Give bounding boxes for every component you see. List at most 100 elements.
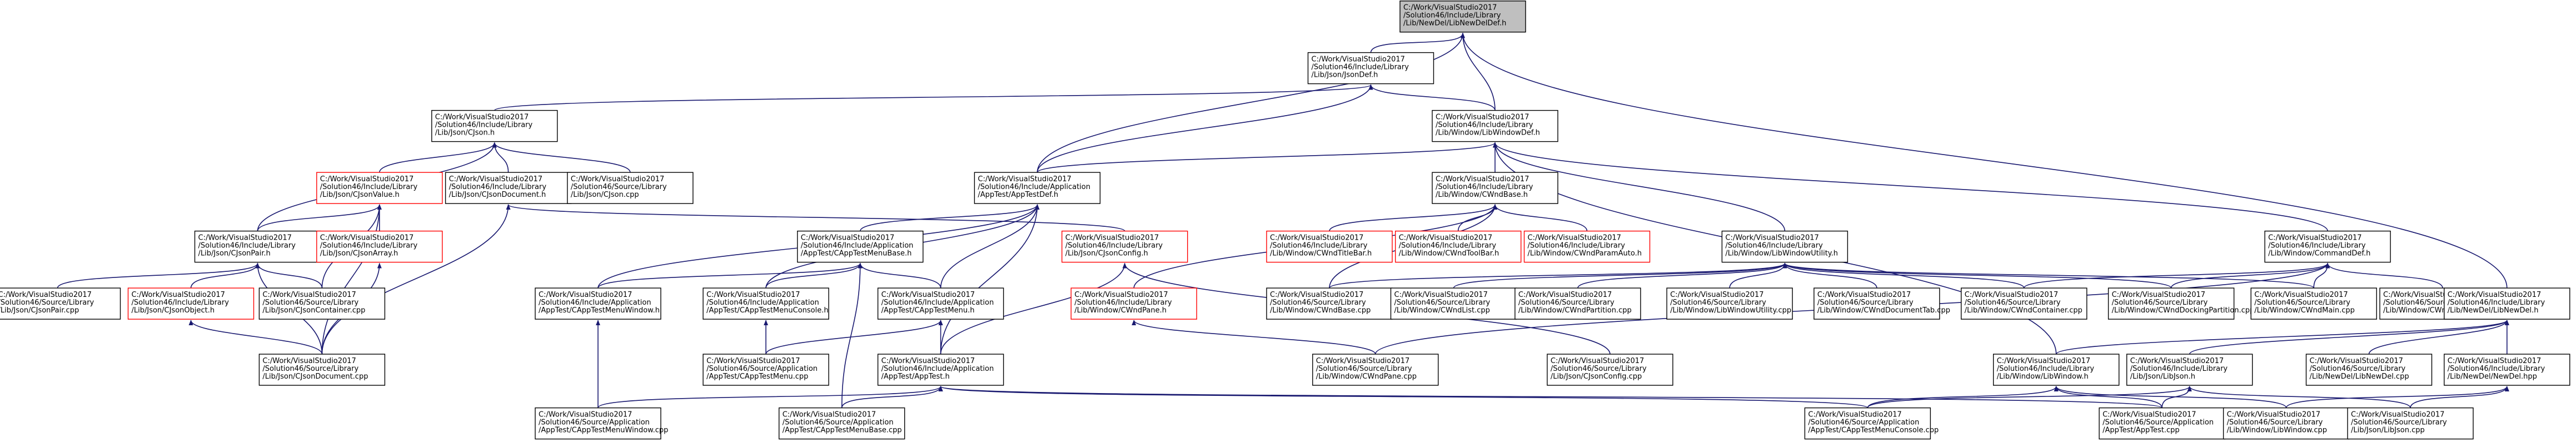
node-apptest_h[interactable]: C:/Work/VisualStudio2017/Solution46/Incl…	[877, 354, 1004, 386]
node-box	[2250, 287, 2377, 320]
node-label-line: C:/Work/VisualStudio2017	[2112, 291, 2205, 299]
node-label-line: /Lib/Window/LibWindowUtility.h	[1725, 250, 1838, 258]
node-capptestmenu_cpp[interactable]: C:/Work/VisualStudio2017/Solution46/Sour…	[702, 354, 829, 386]
node-cwndlist_cpp[interactable]: C:/Work/VisualStudio2017/Solution46/Sour…	[1390, 287, 1517, 320]
node-cwnddocumenttab_cpp[interactable]: C:/Work/VisualStudio2017/Solution46/Sour…	[1813, 287, 1950, 320]
node-label-line: C:/Work/VisualStudio2017	[706, 357, 800, 365]
node-cwndpane_cpp[interactable]: C:/Work/VisualStudio2017/Solution46/Sour…	[1312, 354, 1439, 386]
node-label-line: /Lib/Json/LibJson.h	[2130, 373, 2195, 381]
node-box	[778, 407, 905, 440]
node-box	[2099, 407, 2225, 440]
node-cwndpane_h[interactable]: C:/Work/VisualStudio2017/Solution46/Incl…	[1070, 287, 1197, 320]
node-libnewdelnewdel_hpp[interactable]: C:/Work/VisualStudio2017/Solution46/Incl…	[2444, 354, 2570, 386]
node-libwindowutility_cpp[interactable]: C:/Work/VisualStudio2017/Solution46/Sour…	[1666, 287, 1793, 320]
edge-cjsonpair_cpp-to-cjsonpair_h	[57, 262, 260, 289]
node-cjson_cpp[interactable]: C:/Work/VisualStudio2017/Solution46/Sour…	[567, 172, 694, 204]
edge-cwnddocumenttab_cpp-to-libwindowutility_h	[1782, 262, 1877, 289]
node-label-line: /Lib/Window/CWndParamAuto.h	[1528, 250, 1642, 258]
node-label-line: C:/Work/VisualStudio2017	[1817, 291, 1911, 299]
node-cjsondocument_h[interactable]: C:/Work/VisualStudio2017/Solution46/Incl…	[445, 172, 572, 204]
node-label-line: C:/Work/VisualStudio2017	[1670, 291, 1763, 299]
node-label-line: /Solution46/Source/Library	[1551, 365, 1647, 373]
node-cjsonpair_cpp[interactable]: C:/Work/VisualStudio2017/Solution46/Sour…	[0, 287, 121, 320]
node-capptestmenuwindow_cpp[interactable]: C:/Work/VisualStudio2017/Solution46/Sour…	[535, 407, 668, 440]
node-cjsonpair_h[interactable]: C:/Work/VisualStudio2017/Solution46/Incl…	[194, 230, 321, 263]
node-label-line: C:/Work/VisualStudio2017	[1074, 291, 1168, 299]
node-label-line: C:/Work/VisualStudio2017	[881, 357, 975, 365]
edge-capptestmenuconsole_cpp-to-libwindow_h	[1867, 386, 2059, 408]
node-capptestmenubase_h[interactable]: C:/Work/VisualStudio2017/Solution46/Incl…	[797, 230, 924, 263]
node-box	[535, 287, 661, 320]
node-libnewdel_h[interactable]: C:/Work/VisualStudio2017/Solution46/Incl…	[2444, 287, 2570, 320]
node-apptestdef_h[interactable]: C:/Work/VisualStudio2017/Solution46/Incl…	[974, 172, 1101, 204]
node-cjsondocument_cpp[interactable]: C:/Work/VisualStudio2017/Solution46/Sour…	[258, 354, 386, 386]
node-label-line: /Solution46/Include/Library	[435, 121, 533, 130]
node-label-line: C:/Work/VisualStudio2017	[978, 175, 1071, 183]
node-libnewdel_cpp[interactable]: C:/Work/VisualStudio2017/Solution46/Sour…	[2305, 354, 2433, 386]
node-libwindowutility_h[interactable]: C:/Work/VisualStudio2017/Solution46/Incl…	[1721, 230, 1848, 263]
node-cjsonconfig_cpp[interactable]: C:/Work/VisualStudio2017/Solution46/Sour…	[1547, 354, 1673, 386]
node-label-line: C:/Work/VisualStudio2017	[198, 234, 292, 242]
node-cwndpartition_cpp[interactable]: C:/Work/VisualStudio2017/Solution46/Sour…	[1514, 287, 1641, 320]
edge-cwndparamauto_h-to-cwndbase_h	[1493, 204, 1588, 231]
node-capptestmenuwindow_h[interactable]: C:/Work/VisualStudio2017/Solution46/Incl…	[535, 287, 661, 320]
node-box	[974, 172, 1101, 204]
node-label-line: /Lib/Json/CJsonContainer.cpp	[262, 306, 365, 315]
node-box	[1547, 354, 1673, 386]
node-cjsonvalue_h[interactable]: C:/Work/VisualStudio2017/Solution46/Incl…	[316, 172, 443, 204]
node-box	[316, 172, 443, 204]
node-cwndbase_cpp[interactable]: C:/Work/VisualStudio2017/Solution46/Sour…	[1266, 287, 1393, 320]
node-label-line: /Lib/Json/CJsonDocument.cpp	[262, 373, 368, 381]
node-label-line: C:/Work/VisualStudio2017	[801, 234, 894, 242]
node-box	[877, 287, 1004, 320]
node-libjson_h[interactable]: C:/Work/VisualStudio2017/Solution46/Incl…	[2126, 354, 2253, 386]
node-box	[1070, 287, 1197, 320]
node-box	[1804, 407, 1931, 440]
node-libwindow_h[interactable]: C:/Work/VisualStudio2017/Solution46/Incl…	[1992, 354, 2120, 386]
edge-cwndlist_cpp-to-libwindowutility_h	[1453, 262, 1787, 289]
node-label-line: C:/Work/VisualStudio2017	[262, 357, 356, 365]
node-apptest_cpp[interactable]: C:/Work/VisualStudio2017/Solution46/Sour…	[2099, 407, 2225, 440]
node-cwndparamauto_h[interactable]: C:/Work/VisualStudio2017/Solution46/Incl…	[1523, 230, 1651, 263]
edge-capptestmenuconsole_cpp-to-libjson_h	[1867, 386, 2192, 409]
node-libjson_cpp[interactable]: C:/Work/VisualStudio2017/Solution46/Sour…	[2347, 407, 2474, 440]
node-commanddef_h[interactable]: C:/Work/VisualStudio2017/Solution46/Incl…	[2264, 230, 2391, 263]
node-box	[877, 354, 1004, 386]
node-cwndtitlebar_h[interactable]: C:/Work/VisualStudio2017/Solution46/Incl…	[1266, 230, 1393, 263]
node-cjsonconfig_h[interactable]: C:/Work/VisualStudio2017/Solution46/Incl…	[1061, 230, 1188, 263]
node-capptestmenuconsole_cpp[interactable]: C:/Work/VisualStudio2017/Solution46/Sour…	[1804, 407, 1939, 440]
node-libwindow_cpp[interactable]: C:/Work/VisualStudio2017/Solution46/Sour…	[2223, 407, 2350, 440]
node-newdeldef_h[interactable]: C:/Work/VisualStudio2017/Solution46/Incl…	[1399, 1, 1526, 33]
node-label-line: /Lib/Json/CJsonConfig.cpp	[1551, 373, 1642, 381]
node-label-line: /Lib/Window/LibWindowUtility.cpp	[1670, 306, 1791, 315]
node-box	[1061, 230, 1188, 263]
node-box	[702, 287, 829, 320]
node-cwndmain_cpp[interactable]: C:/Work/VisualStudio2017/Solution46/Sour…	[2250, 287, 2377, 320]
node-label-line: C:/Work/VisualStudio2017	[1403, 4, 1497, 12]
edge-cjson_h-to-jsondef_h	[494, 84, 1373, 111]
node-jsondef_h[interactable]: C:/Work/VisualStudio2017/Solution46/Incl…	[1307, 52, 1434, 85]
node-cjson_h[interactable]: C:/Work/VisualStudio2017/Solution46/Incl…	[431, 110, 558, 142]
node-capptestmenubase_cpp[interactable]: C:/Work/VisualStudio2017/Solution46/Sour…	[778, 407, 905, 440]
node-label-line: C:/Work/VisualStudio2017	[320, 234, 413, 242]
node-label-line: /Solution46/Include/Library	[1403, 12, 1501, 20]
edge-capptestmenubase_h-to-apptestdef_h	[860, 204, 1040, 231]
edge-libwindow_h-to-libnewdel_h	[2055, 320, 2509, 355]
node-cwndbase_h[interactable]: C:/Work/VisualStudio2017/Solution46/Incl…	[1432, 172, 1558, 204]
node-cjsonobject_h[interactable]: C:/Work/VisualStudio2017/Solution46/Incl…	[127, 287, 255, 320]
node-cwndcontainer_cpp[interactable]: C:/Work/VisualStudio2017/Solution46/Sour…	[1961, 287, 2087, 320]
node-label-line: /Solution46/Include/Library	[2448, 299, 2545, 307]
node-cjsonarray_h[interactable]: C:/Work/VisualStudio2017/Solution46/Incl…	[316, 230, 443, 263]
node-label-line: /Lib/Json/CJsonDocument.h	[449, 191, 546, 199]
node-label-line: /Lib/NewDel/LibNewDelDef.h	[1403, 19, 1506, 28]
node-label-line: C:/Work/VisualStudio2017	[2448, 291, 2541, 299]
node-cwndtoolbar_h[interactable]: C:/Work/VisualStudio2017/Solution46/Incl…	[1394, 230, 1522, 263]
node-cwnddockingpartition_cpp[interactable]: C:/Work/VisualStudio2017/Solution46/Sour…	[2107, 287, 2255, 320]
node-cjsoncontainer_cpp[interactable]: C:/Work/VisualStudio2017/Solution46/Sour…	[258, 287, 386, 320]
node-capptestmenuconsole_h[interactable]: C:/Work/VisualStudio2017/Solution46/Incl…	[702, 287, 829, 320]
node-label-line: /Solution46/Include/Library	[2130, 365, 2228, 373]
node-windowdef_h[interactable]: C:/Work/VisualStudio2017/Solution46/Incl…	[1432, 110, 1558, 142]
node-capptestmenu_h[interactable]: C:/Work/VisualStudio2017/Solution46/Incl…	[877, 287, 1004, 320]
